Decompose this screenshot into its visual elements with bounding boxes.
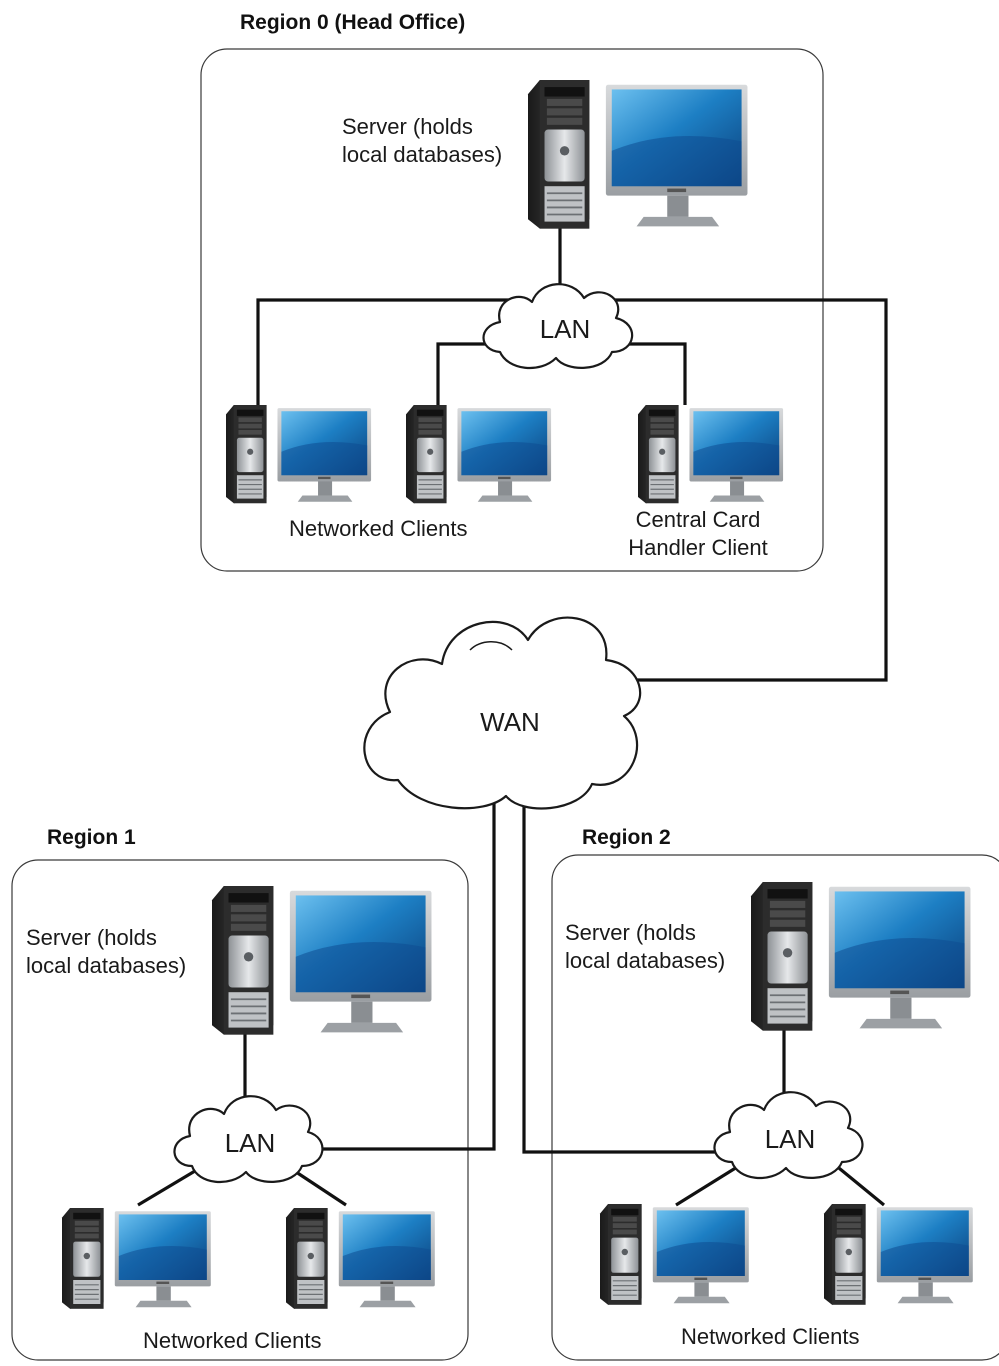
client-1b-link bbox=[289, 1166, 347, 1207]
server-label: local databases) bbox=[565, 948, 725, 973]
client-1b-computer-icon bbox=[285, 1207, 436, 1310]
card-handler-label: Central Card bbox=[636, 507, 761, 532]
connections bbox=[137, 212, 888, 1207]
wan-label: WAN bbox=[480, 707, 540, 737]
cloud-icon bbox=[482, 283, 634, 370]
region-1-labels: Server (holds local databases) Networked… bbox=[26, 925, 322, 1353]
server-label: Server (holds bbox=[26, 925, 157, 950]
region-1: Region 1 bbox=[11, 826, 469, 1361]
client-0a-link bbox=[256, 298, 510, 405]
region-2-title: Region 2 bbox=[582, 826, 671, 849]
region-2: Region 2 bbox=[551, 826, 999, 1361]
server-label: Server (holds bbox=[342, 114, 473, 139]
region-2-wan-link bbox=[522, 792, 722, 1154]
region-1-title: Region 1 bbox=[47, 826, 136, 849]
region-2-labels: Server (holds local databases) Networked… bbox=[565, 920, 860, 1349]
region-1-boundary bbox=[11, 859, 469, 1361]
cloud-icon bbox=[363, 616, 642, 810]
client-2b-link bbox=[832, 1162, 886, 1207]
clients-label: Networked Clients bbox=[143, 1328, 322, 1353]
region-0-labels: Server (holds local databases) Networked… bbox=[289, 114, 768, 560]
region-1-wan-link bbox=[318, 792, 496, 1151]
cloud-icon bbox=[173, 1095, 324, 1184]
clients-label: Networked Clients bbox=[681, 1324, 860, 1349]
client-2b-computer-icon bbox=[823, 1203, 974, 1306]
lan-label: LAN bbox=[765, 1124, 816, 1154]
lan-cloud-region-1: LAN bbox=[173, 1095, 324, 1184]
client-0b-computer-icon bbox=[405, 404, 552, 504]
client-2a-link bbox=[675, 1162, 743, 1207]
server-label: local databases) bbox=[342, 142, 502, 167]
cloud-icon bbox=[713, 1091, 864, 1180]
server-label: local databases) bbox=[26, 953, 186, 978]
card-handler-computer-icon bbox=[637, 404, 784, 504]
server-0-computer-icon bbox=[527, 79, 749, 230]
card-handler-link bbox=[628, 342, 687, 405]
region-0-wan-link bbox=[610, 298, 888, 682]
lan-label: LAN bbox=[225, 1128, 276, 1158]
client-1a-link bbox=[137, 1166, 201, 1207]
lan-cloud-region-2: LAN bbox=[713, 1091, 864, 1180]
region-0-title: Region 0 (Head Office) bbox=[240, 11, 465, 34]
server-1-computer-icon bbox=[211, 885, 433, 1036]
region-0: Region 0 (Head Office) bbox=[200, 11, 824, 572]
clients-label: Networked Clients bbox=[289, 516, 468, 541]
wan-cloud: WAN bbox=[363, 616, 642, 810]
lan-label: LAN bbox=[540, 314, 591, 344]
client-2a-computer-icon bbox=[599, 1203, 750, 1306]
client-0b-link bbox=[436, 342, 500, 405]
region-2-boundary bbox=[551, 854, 999, 1361]
server-2-computer-icon bbox=[750, 881, 972, 1032]
server-label: Server (holds bbox=[565, 920, 696, 945]
card-handler-label: Handler Client bbox=[628, 535, 767, 560]
client-1a-computer-icon bbox=[61, 1207, 212, 1310]
region-0-boundary bbox=[200, 48, 824, 572]
lan-cloud-region-0: LAN bbox=[482, 283, 634, 370]
client-0a-computer-icon bbox=[225, 404, 372, 504]
